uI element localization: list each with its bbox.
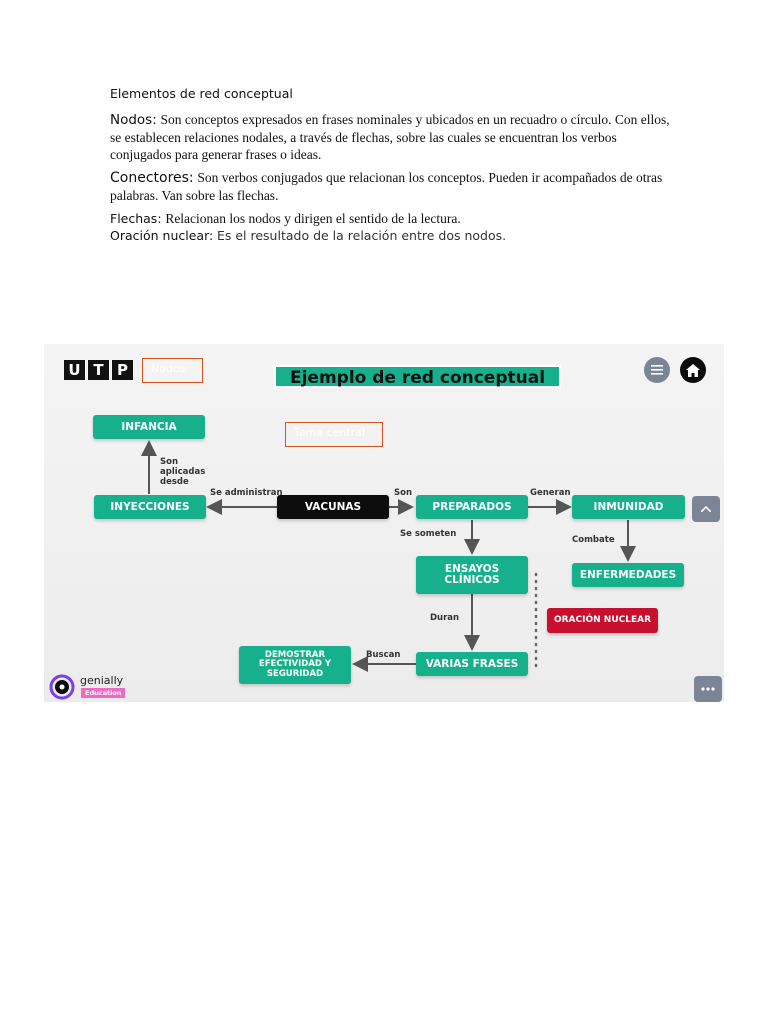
document-text: Elementos de red conceptual Nodos: Son c… xyxy=(110,86,670,244)
node-enfermedades: ENFERMEDADES xyxy=(572,563,684,587)
slide-title: Ejemplo de red conceptual xyxy=(274,365,561,388)
node-preparados: PREPARADOS xyxy=(416,495,528,519)
utp-logo: U T P xyxy=(64,360,133,380)
logo-letter: U xyxy=(64,360,85,380)
genially-education-badge: Education xyxy=(81,688,126,698)
label-son-aplicadas: Son aplicadas desde xyxy=(160,457,206,487)
node-varias-frases: VARIAS FRASES xyxy=(416,652,528,676)
logo-letter: P xyxy=(112,360,133,380)
flechas-text: Relacionan los nodos y dirigen el sentid… xyxy=(165,211,461,226)
nodos-term: Nodos: xyxy=(110,112,157,128)
label-se-administran: Se administran xyxy=(210,488,283,498)
menu-button[interactable] xyxy=(644,357,670,383)
more-options-button[interactable] xyxy=(694,676,722,702)
collapse-button[interactable] xyxy=(692,496,720,522)
flechas-term: Flechas: xyxy=(110,211,162,226)
label-buscan: Buscan xyxy=(366,650,401,660)
genially-wordmark: genially xyxy=(80,674,124,687)
node-vacunas: VACUNAS xyxy=(277,495,389,519)
oracion-paragraph: Oración nuclear: Es el resultado de la r… xyxy=(110,227,670,244)
node-oracion-nuclear: ORACIÓN NUCLEAR xyxy=(547,608,658,633)
label-duran: Duran xyxy=(430,613,460,623)
menu-icon xyxy=(651,365,663,375)
label-son: Son xyxy=(394,488,413,498)
conectores-paragraph: Conectores: Son verbos conjugados que re… xyxy=(110,169,670,204)
label-combate: Combate xyxy=(572,535,615,545)
concept-map-slide: U T P Nodos Tema central Ejemplo de red … xyxy=(44,344,724,702)
node-demostrar: DEMOSTRAR EFECTIVIDAD Y SEGURIDAD xyxy=(239,646,351,684)
home-icon xyxy=(686,363,700,377)
node-ensayos-clinicos: ENSAYOS CLÍNICOS xyxy=(416,556,528,594)
chevron-up-icon xyxy=(701,506,711,512)
node-inmunidad: INMUNIDAD xyxy=(572,495,685,519)
doc-heading: Elementos de red conceptual xyxy=(110,86,293,101)
nodos-text: Son conceptos expresados en frases nomin… xyxy=(110,112,670,162)
conectores-term: Conectores: xyxy=(110,170,194,186)
node-infancia: INFANCIA xyxy=(93,415,205,439)
logo-letter: T xyxy=(88,360,109,380)
tag-tema-central: Tema central xyxy=(285,422,383,447)
flechas-paragraph: Flechas: Relacionan los nodos y dirigen … xyxy=(110,210,670,227)
home-button[interactable] xyxy=(680,357,706,383)
node-inyecciones: INYECCIONES xyxy=(94,495,206,519)
nodos-paragraph: Nodos: Son conceptos expresados en frase… xyxy=(110,111,670,163)
more-icon xyxy=(701,687,715,691)
label-se-someten: Se someten xyxy=(400,529,457,539)
tag-nodos: Nodos xyxy=(142,358,203,383)
label-generan: Generan xyxy=(530,488,571,498)
connector-arrows xyxy=(141,440,636,672)
oracion-text: Es el resultado de la relación entre dos… xyxy=(216,228,507,243)
conectores-text: Son verbos conjugados que relacionan los… xyxy=(110,170,663,203)
genially-logo-icon xyxy=(49,674,75,700)
oracion-term: Oración nuclear: xyxy=(110,228,214,243)
